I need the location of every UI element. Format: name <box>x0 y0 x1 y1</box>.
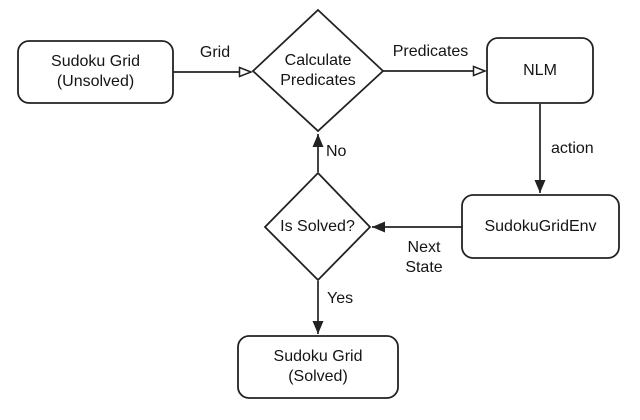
edge-yes-label: Yes <box>327 290 354 307</box>
node-is-solved-label: Is Solved? <box>280 217 355 235</box>
node-calculate-predicates-label: Calculate Predicates <box>280 52 356 89</box>
node-nlm-label: NLM <box>523 61 557 79</box>
node-sudokugridenv-label: SudokuGridEnv <box>484 217 597 235</box>
node-is-solved-shape <box>263 171 372 282</box>
edge-predicates-label: Predicates <box>392 43 469 60</box>
node-sudoku-grid-solved-shape <box>237 335 399 399</box>
edge-next-state-label: Next State <box>405 239 443 276</box>
edge-no-label: No <box>326 143 347 160</box>
edge-action-label: action <box>551 140 594 157</box>
node-sudoku-grid-solved-label: Sudoku Grid (Solved) <box>273 348 363 385</box>
node-calculate-predicates-shape <box>251 8 385 133</box>
node-sudoku-grid-unsolved-label: Sudoku Grid (Unsolved) <box>51 53 140 90</box>
edge-grid-label: Grid <box>199 44 231 61</box>
